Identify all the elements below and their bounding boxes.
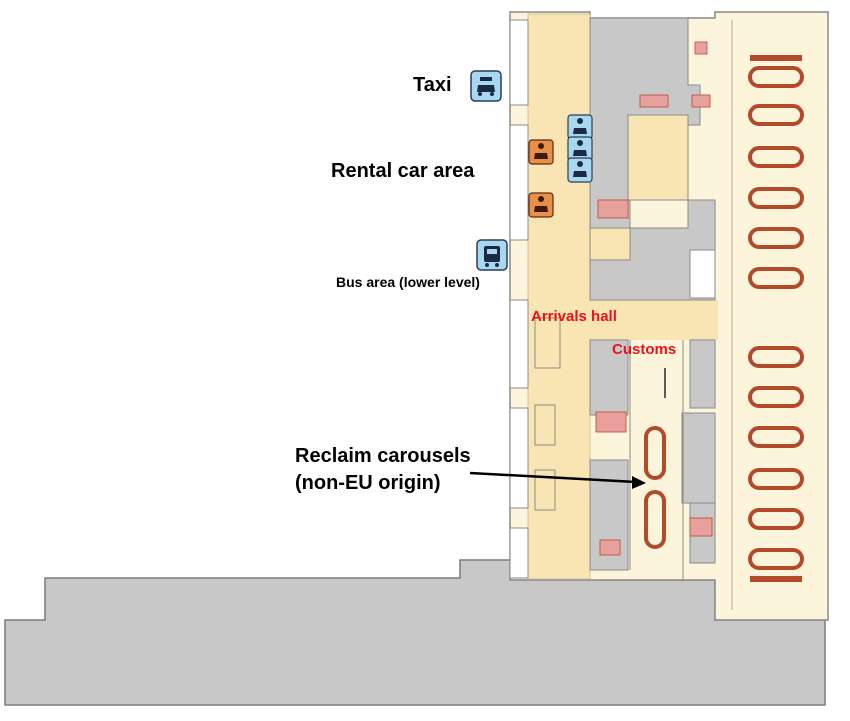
carousel [644,426,666,480]
escalators [595,41,713,556]
escalator [689,517,713,537]
top-carousel-cap [750,55,802,61]
carousel [748,187,804,209]
office-block [627,114,689,201]
rental-car-area-label: Rental car area [331,160,475,182]
curb-strip-3 [509,299,529,389]
carousel [748,508,804,530]
stair [534,404,556,446]
curb-strip-5 [509,527,529,579]
carousel [748,426,804,448]
bus-area-label: Bus area (lower level) [336,274,480,290]
carousel [748,104,804,126]
curb-strip-1 [509,19,529,106]
grey-apron-area [4,559,826,706]
stairs [534,317,561,511]
carousel [644,490,666,549]
eu-carousels [748,66,804,570]
rental-car-orange-icon-1[interactable] [528,139,554,165]
carousel [748,227,804,249]
non-eu-origin-label: (non-EU origin) [295,472,441,494]
curb-strip-4 [509,407,529,509]
carousel [748,346,804,368]
taxi-label: Taxi [413,74,452,96]
stair [534,469,556,511]
rental-car-blue-icon-2[interactable] [567,136,593,162]
rental-car-orange-icon-2[interactable] [528,192,554,218]
bottom-carousel-cap [750,576,802,582]
rental-car-blue-icon-1[interactable] [567,114,593,140]
carousel [748,386,804,408]
rental-car-blue-icon-3[interactable] [567,157,593,183]
escalator [597,199,629,219]
arrivals-hall-label: Arrivals hall [531,308,617,325]
grey-block-c [689,339,716,409]
non-eu-carousels [644,426,666,549]
escalator [691,94,711,108]
bus-icon[interactable] [476,239,508,271]
customs-label: Customs [612,341,677,358]
escalator [639,94,669,108]
stair [534,317,561,369]
taxi-icon[interactable] [470,70,502,102]
reclaim-pointer-arrowhead [632,476,646,489]
carousel [748,66,804,88]
curb-strip-2 [509,124,529,241]
escalator [599,539,621,556]
white-room [689,249,716,299]
grey-block-d [681,412,716,504]
carousel [748,548,804,570]
escalator [595,411,627,433]
arrivals-hall-area [527,13,591,580]
reclaim-pointer-line [469,471,637,484]
carousel [748,468,804,490]
yellow-room [589,227,631,261]
carousel [748,146,804,168]
carousel [748,267,804,289]
escalator [694,41,708,55]
grey-block-a [589,339,629,416]
reclaim-carousels-label: Reclaim carousels [295,445,471,467]
